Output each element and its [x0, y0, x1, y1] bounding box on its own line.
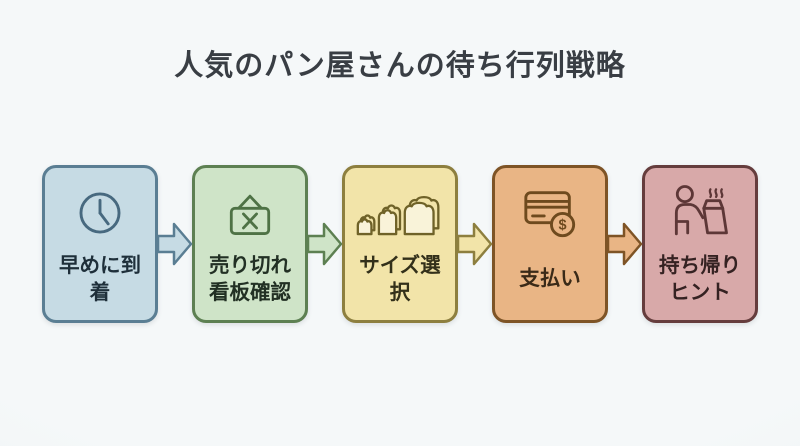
flow-arrow-1: [157, 221, 193, 267]
flow-arrow-3: [457, 221, 493, 267]
flow-arrow-2: [307, 221, 343, 267]
step-label: サイズ選択: [359, 253, 441, 304]
takeaway-bag-icon: [665, 180, 735, 246]
step-size-selection: サイズ選択: [342, 165, 458, 323]
sold-out-sign-icon: [220, 180, 280, 246]
step-arrive-early: 早めに到着: [42, 165, 158, 323]
bread-sizes-icon: [354, 180, 446, 246]
step-label: 持ち帰りヒント: [659, 253, 741, 304]
step-check-soldout-sign: 売り切れ看板確認: [192, 165, 308, 323]
step-label: 早めに到着: [59, 253, 141, 304]
clock-icon: [71, 180, 129, 246]
step-takeaway-tips: 持ち帰りヒント: [642, 165, 758, 323]
step-payment: $ 支払い: [492, 165, 608, 323]
flow-row: 早めに到着 売り切れ看板確認: [0, 165, 800, 323]
step-label: 売り切れ看板確認: [209, 253, 291, 304]
payment-card-icon: $: [519, 180, 581, 246]
page-title: 人気のパン屋さんの待ち行列戦略: [174, 50, 626, 82]
step-label: 支払い: [519, 267, 581, 291]
svg-text:$: $: [559, 217, 567, 233]
flow-arrow-4: [607, 221, 643, 267]
